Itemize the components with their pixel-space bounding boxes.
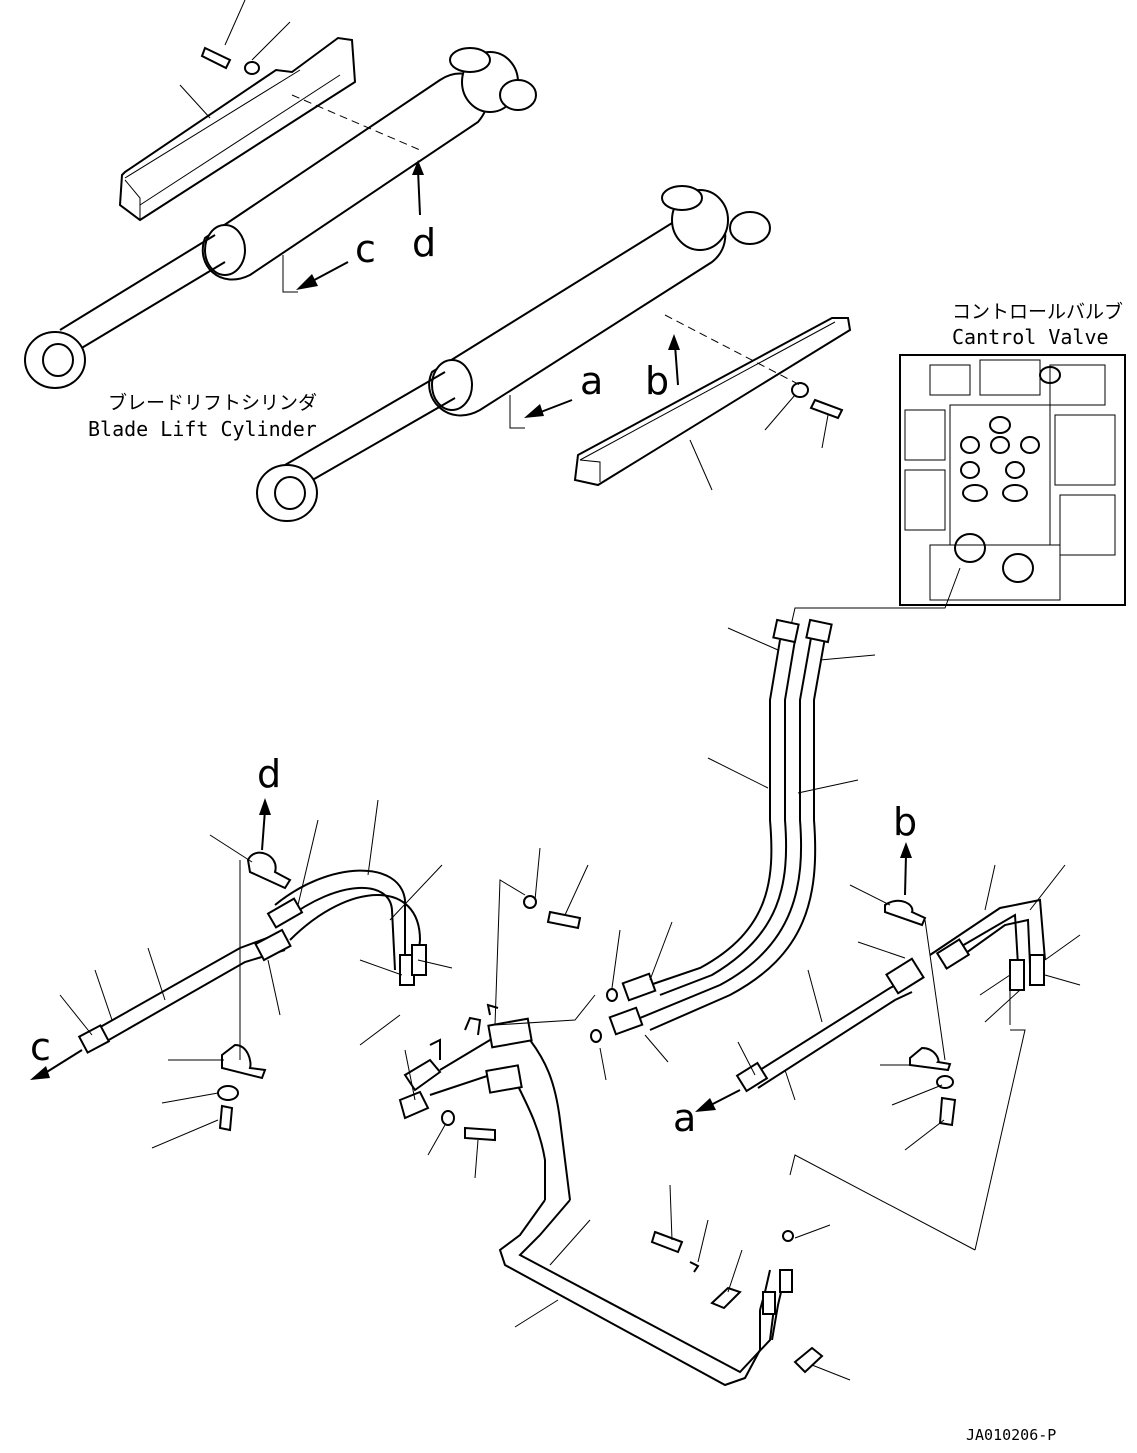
- clamp-icon: [710, 1286, 742, 1310]
- washer-icon: [791, 382, 809, 398]
- washer-icon: [244, 61, 260, 75]
- drawing-id: JA010206-P: [966, 1426, 1056, 1444]
- control-valve: [789, 354, 1126, 631]
- arrow-label-d-left: d: [257, 752, 281, 796]
- washer-icon: [523, 895, 537, 909]
- cylinder-left-assembly: [24, 0, 537, 389]
- arrow-label-c-left: c: [30, 1025, 51, 1069]
- bolt-icon: [546, 910, 582, 930]
- cylinder-right-assembly: [256, 185, 852, 522]
- o-ring-icon: [590, 1029, 602, 1043]
- arrow-label-b-top: b: [645, 359, 669, 403]
- o-ring-icon: [606, 988, 618, 1002]
- arrow-label-b-right: b: [893, 800, 917, 844]
- clamp-icon: [246, 851, 292, 890]
- clamp-icon: [793, 1346, 824, 1374]
- bolt-icon: [200, 46, 232, 70]
- label-valve-jp: コントロールバルブ: [952, 300, 1123, 323]
- rod-eye-left: [24, 331, 86, 389]
- o-ring-icon: [782, 1230, 794, 1242]
- arrow-label-c-top: c: [355, 227, 376, 271]
- clamp-icon: [884, 899, 927, 927]
- lower-fittings: [650, 1184, 851, 1381]
- label-cylinder-en: Blade Lift Cylinder: [88, 417, 317, 441]
- bolt-icon: [218, 1104, 234, 1132]
- hoses-left: [30, 798, 453, 1149]
- arrow-label-a-right: a: [673, 1096, 696, 1140]
- hoses-right: [695, 842, 1081, 1251]
- hoses-valve: [608, 618, 876, 1063]
- bolt-icon: [650, 1230, 684, 1254]
- label-cylinder-jp: ブレードリフトシリンダ: [108, 391, 317, 414]
- cylinder-cover-right: [573, 317, 852, 487]
- clamp-icon: [909, 1046, 952, 1072]
- washer-icon: [441, 1110, 455, 1126]
- washer-icon: [217, 1085, 239, 1101]
- bolt-icon: [938, 1096, 957, 1127]
- cylinder-body-left: [201, 72, 489, 281]
- clamp-icon: [221, 1043, 267, 1080]
- center-pipes: [398, 847, 776, 1387]
- washer-icon: [936, 1075, 954, 1089]
- arrow-label-d-top: d: [412, 221, 436, 265]
- bolt-icon: [464, 1126, 496, 1142]
- rod-eye-right: [256, 464, 318, 522]
- cylinder-cover-left: [118, 36, 357, 222]
- bolt-icon: [809, 398, 844, 420]
- arrow-label-a-top: a: [580, 359, 603, 403]
- label-valve-en: Cantrol Valve: [952, 325, 1109, 349]
